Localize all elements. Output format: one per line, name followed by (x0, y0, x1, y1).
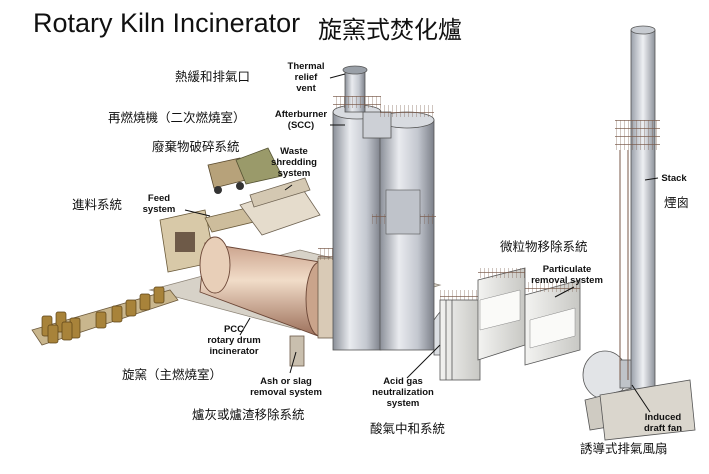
label-afterburner-zh: 再燃燒機（二次燃燒室） (108, 110, 246, 125)
label-induced-draft-fan-en: Induced draft fan (644, 412, 682, 434)
title-english: Rotary Kiln Incinerator (33, 8, 301, 38)
label-ash-removal-en: Ash or slag removal system (250, 376, 322, 398)
label-thermal-relief-vent-zh: 熱緩和排氣口 (175, 69, 251, 84)
label-rotary-kiln-zh: 旋窯（主燃燒室） (122, 367, 223, 382)
particulate-removal-unit (477, 267, 581, 366)
waste-drums-pallet (31, 286, 179, 346)
label-feed-system-zh: 進料系統 (72, 197, 123, 212)
label-particulate-removal-en: Particulate removal system (531, 264, 603, 286)
label-acid-gas-en: Acid gas neutralization system (372, 376, 434, 409)
waste-shredder-unit (207, 147, 321, 236)
title-chinese: 旋窯式焚化爐 (318, 16, 462, 44)
acid-gas-unit (433, 290, 481, 381)
leader-lines (184, 73, 659, 413)
label-afterburner-en: Afterburner (SCC) (274, 109, 328, 131)
label-rotary-kiln-en: PCC rotary drum incinerator (207, 324, 261, 357)
label-waste-shredding-en: Waste shredding system (271, 146, 317, 179)
afterburner-towers (332, 65, 436, 351)
label-thermal-relief-vent-en: Thermal relief vent (287, 61, 325, 94)
label-stack-en: Stack (661, 173, 687, 184)
label-particulate-removal-zh: 微粒物移除系統 (500, 239, 588, 254)
label-acid-gas-zh: 酸氣中和系統 (370, 421, 446, 436)
label-waste-shredding-zh: 廢棄物破碎系統 (152, 139, 240, 154)
label-feed-system-en: Feed system (142, 193, 176, 215)
label-ash-removal-zh: 爐灰或爐渣移除系統 (192, 407, 305, 422)
label-induced-draft-fan-zh: 誘導式排氣風扇 (580, 441, 668, 456)
stack-unit (599, 25, 696, 441)
label-stack-zh: 煙囪 (664, 195, 690, 210)
